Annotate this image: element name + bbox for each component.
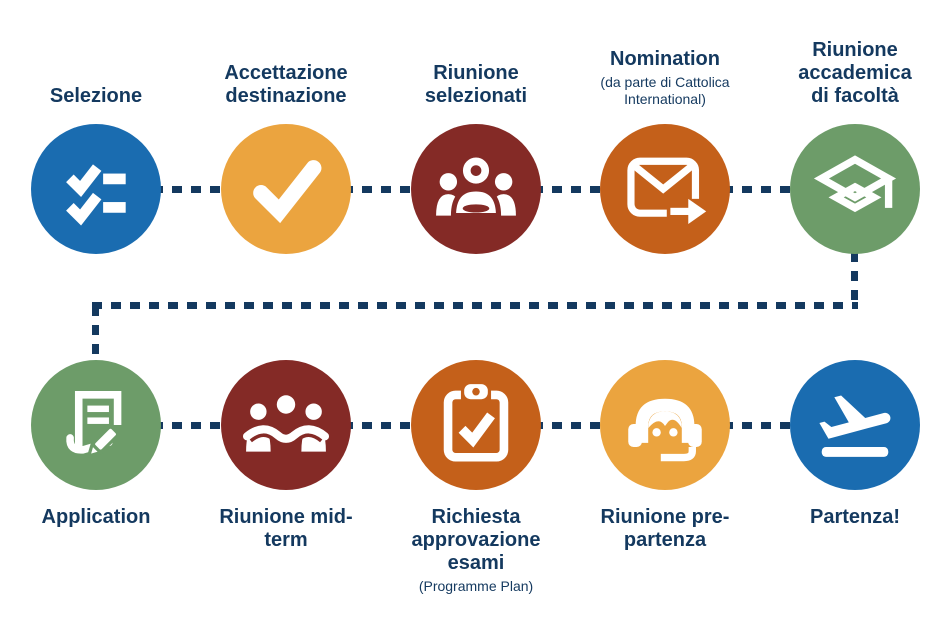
step-label-richiesta-main: Richiesta approvazione esami <box>411 506 541 574</box>
elbow-connector-vertical-left <box>92 306 99 364</box>
step-circle-richiesta-approvazione <box>411 360 541 490</box>
step-label-richiesta-approvazione: Richiesta approvazione esami (Programme … <box>391 506 561 595</box>
check-mark-icon <box>253 160 322 224</box>
step-circle-partenza <box>790 360 920 490</box>
checklist-icon <box>66 164 126 226</box>
step-circle-application <box>31 360 161 490</box>
document-pencil-icon <box>66 391 122 459</box>
step-label-accettazione: Accettazione destinazione <box>224 62 348 107</box>
step-label-application: Application <box>41 506 151 528</box>
step-sublabel-programme-plan: (Programme Plan) <box>418 578 534 594</box>
graduation-cap-icon <box>813 155 897 213</box>
step-label-riunione-mid-term: Riunione mid-term <box>219 506 353 551</box>
elbow-connector-vertical-right <box>851 252 858 308</box>
step-label-riunione-selezionati: Riunione selezionati <box>424 62 528 107</box>
step-label-riunione-pre-partenza: Riunione pre-partenza <box>600 506 730 551</box>
step-label-selezione: Selezione <box>49 85 143 107</box>
step-circle-selezione <box>31 124 161 254</box>
step-circle-accettazione <box>221 124 351 254</box>
step-label-nomination-main: Nomination <box>610 48 720 70</box>
headset-support-icon <box>628 398 702 462</box>
step-circle-riunione-accademica <box>790 124 920 254</box>
step-circle-riunione-selezionati <box>411 124 541 254</box>
email-forward-icon <box>627 157 708 226</box>
step-circle-riunione-mid-term <box>221 360 351 490</box>
clipboard-check-icon <box>443 384 509 462</box>
step-circle-nomination <box>600 124 730 254</box>
step-label-riunione-accademica: Riunione accademica di facoltà <box>798 39 912 107</box>
step-circle-riunione-pre-partenza <box>600 360 730 490</box>
step-label-partenza: Partenza! <box>809 506 901 528</box>
audience-group-icon <box>436 157 516 219</box>
airplane-takeoff-icon <box>819 395 891 457</box>
step-label-nomination: Nomination (da parte di Cattolica Intern… <box>570 48 760 108</box>
meeting-handshake-icon <box>243 395 329 452</box>
elbow-connector-horizontal <box>92 302 858 309</box>
step-sublabel-nomination: (da parte di Cattolica International) <box>600 74 730 107</box>
